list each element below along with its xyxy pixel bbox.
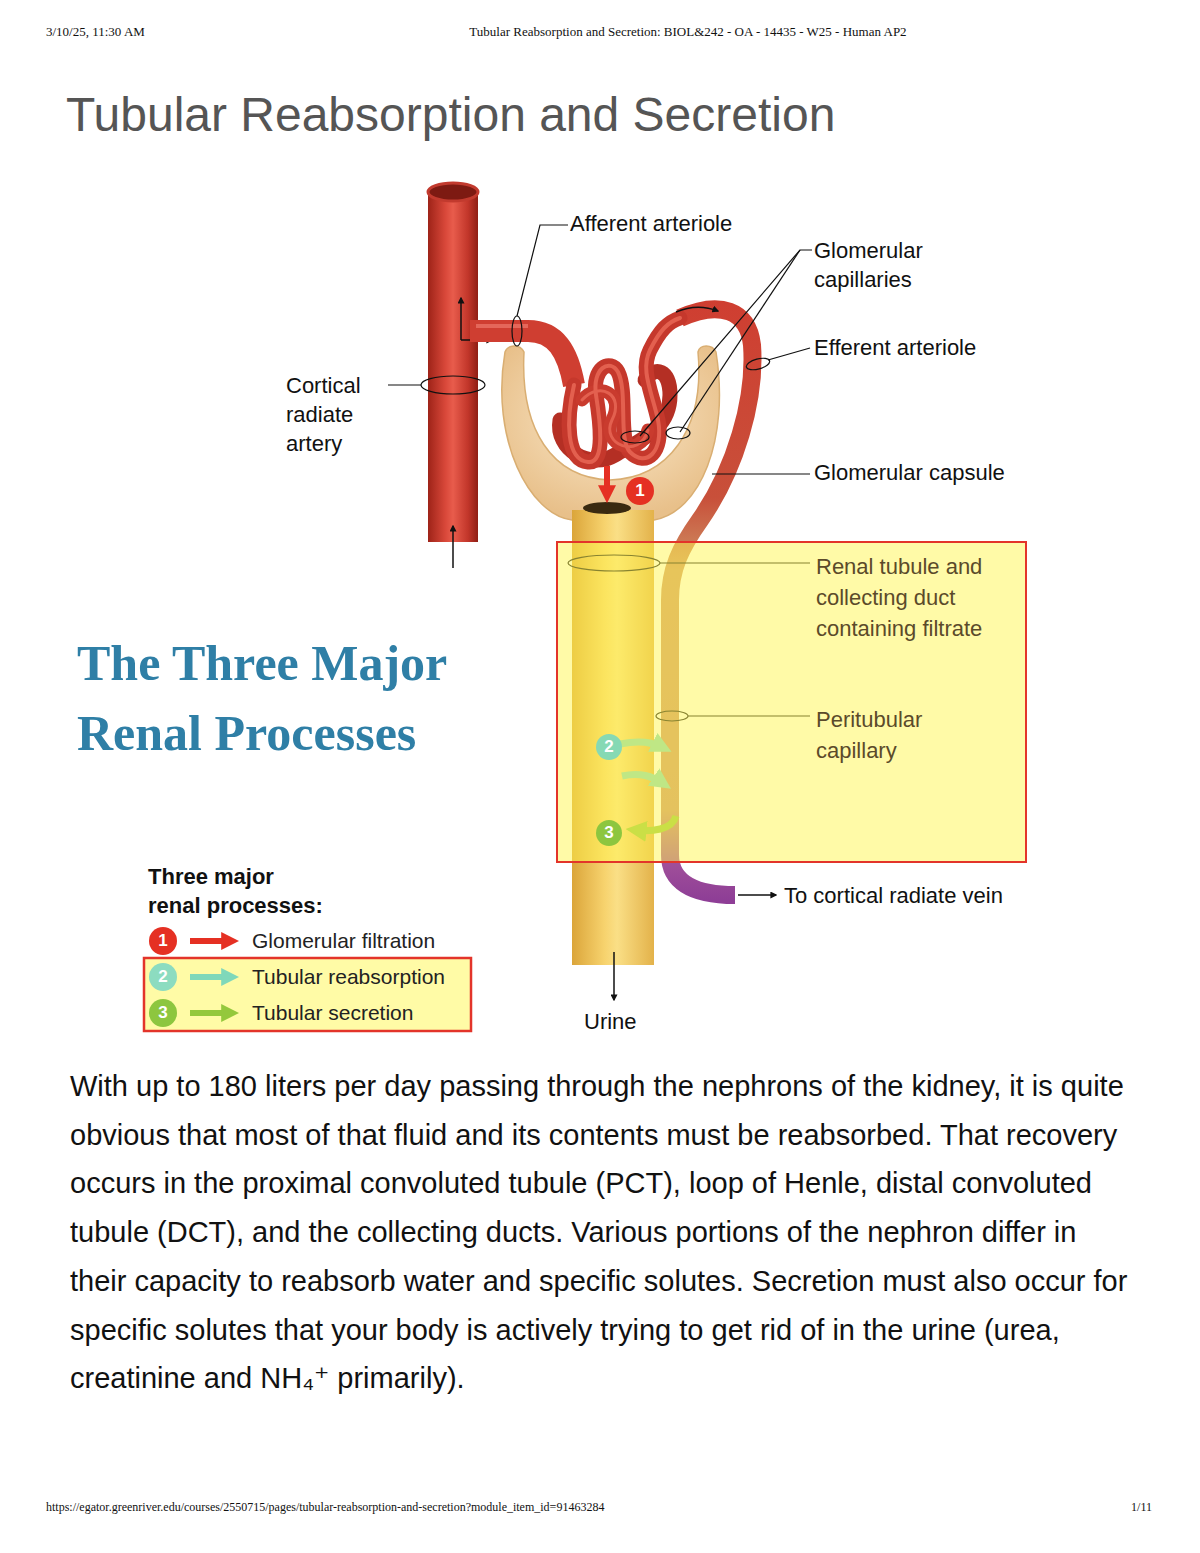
flow-arrow — [676, 307, 718, 312]
leader-ring — [621, 431, 649, 443]
glomerular-capillaries — [560, 318, 680, 462]
callout-number: 1 — [626, 477, 654, 505]
capillary-loop — [569, 318, 680, 462]
arteriole-highlight — [476, 324, 528, 328]
callout-number: 2 — [596, 734, 622, 760]
leader-ring — [512, 316, 522, 346]
leader-ring — [421, 376, 485, 394]
part-name: Peritubular capillary — [816, 704, 956, 766]
leader-line — [712, 473, 810, 474]
legend-text: Tubular reabsorption — [252, 964, 467, 989]
legend-arrow — [190, 1010, 232, 1016]
page-number: 1/11 — [1080, 1500, 1152, 1514]
leader-line — [680, 250, 800, 432]
part-name: Cortical radiate artery — [286, 371, 381, 458]
legend-arrow — [190, 974, 232, 980]
highlight-box: Renal tubule and collecting duct contain… — [556, 541, 1027, 863]
flow-arrow — [460, 298, 462, 340]
callout-circle: 1 — [626, 477, 654, 505]
urine-arrow — [613, 952, 615, 1000]
part-name: To cortical radiate vein — [784, 883, 1104, 909]
circle-fill — [626, 477, 654, 505]
header-date: 3/10/25, 11:30 AM — [46, 24, 246, 40]
callout-circle: 3 — [596, 820, 622, 846]
callout-number: 2 — [149, 963, 177, 991]
leader-line — [768, 348, 810, 360]
part-name: Glomerular capillaries — [814, 236, 994, 294]
afferent-arteriole — [470, 331, 574, 385]
part-name: Urine — [584, 1009, 704, 1035]
capsule-outlet — [583, 502, 631, 514]
circle-fill — [596, 734, 622, 760]
header-title: Tubular Reabsorption and Secretion: BIOL… — [300, 24, 1076, 40]
leader-line — [517, 225, 568, 316]
legend-text: Glomerular filtration — [252, 928, 467, 953]
leader-line — [640, 250, 812, 436]
legend-highlight — [144, 958, 471, 1031]
legend-heading: Three major renal processes: — [148, 862, 330, 920]
footer-url: https://egator.greenriver.edu/courses/25… — [46, 1500, 946, 1514]
artery-lumen — [428, 183, 478, 201]
leader-ring — [745, 356, 771, 372]
capillary-highlight — [582, 391, 648, 447]
part-name: Afferent arteriole — [570, 211, 810, 237]
part-name: Renal tubule and collecting duct contain… — [816, 551, 1026, 644]
capillary-highlight — [569, 318, 680, 462]
capillary-loop — [582, 391, 648, 447]
section-heading: The Three Major Renal Processes — [77, 628, 527, 768]
callout-number: 1 — [149, 927, 177, 955]
leader-line — [388, 384, 421, 385]
page-title: Tubular Reabsorption and Secretion — [66, 86, 1066, 144]
callout-circle: 2 — [596, 734, 622, 760]
part-name: Efferent arteriole — [814, 335, 1054, 361]
filtration-arrow — [604, 466, 610, 496]
callout-number: 3 — [596, 820, 622, 846]
legend-arrow — [190, 938, 232, 944]
flow-arrow — [738, 894, 776, 896]
body-paragraph: With up to 180 liters per day passing th… — [70, 1062, 1135, 1403]
circle-fill — [596, 820, 622, 846]
flow-arrow — [452, 526, 454, 568]
legend-text: Tubular secretion — [252, 1000, 467, 1025]
leader-ring — [666, 427, 690, 439]
callout-number: 3 — [149, 999, 177, 1027]
part-name: Glomerular capsule — [814, 460, 1074, 486]
cortical-radiate-artery — [428, 192, 478, 542]
